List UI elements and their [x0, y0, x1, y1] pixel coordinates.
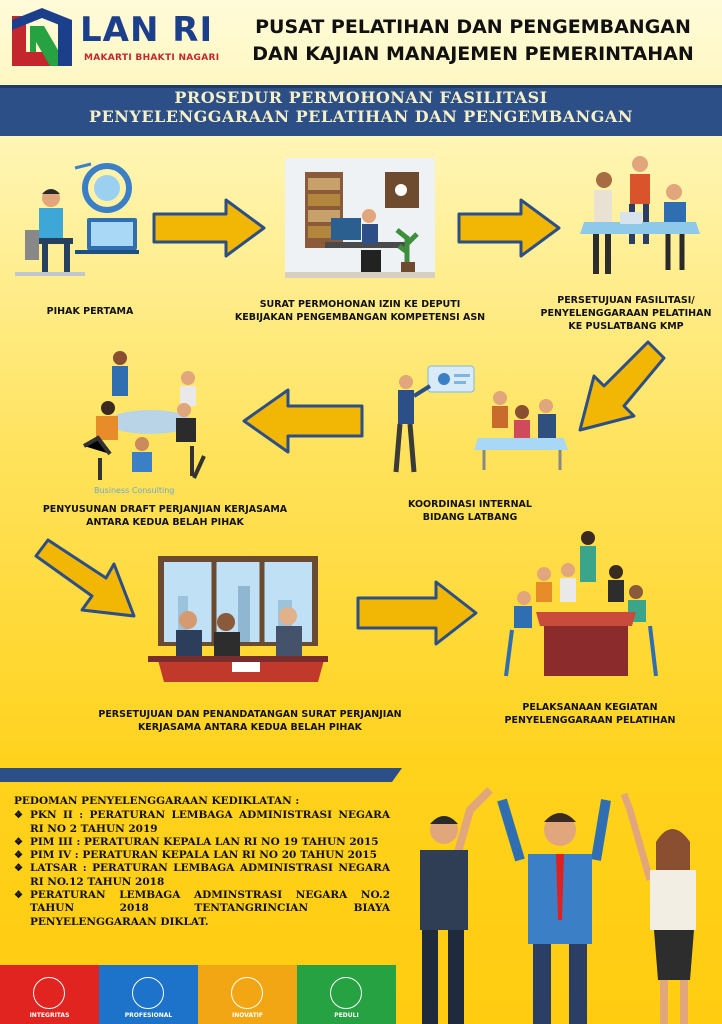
lan-ri-logo [12, 8, 72, 66]
step4-line1: KOORDINASI INTERNAL [408, 499, 532, 510]
arrow-right-2 [457, 198, 561, 258]
step4-label: KOORDINASI INTERNAL BIDANG LATBANG [380, 498, 560, 524]
step7-line1: PELAKSANAAN KEGIATAN [522, 702, 658, 713]
pedoman-section: PEDOMAN PENYELENGGARAAN KEDIKLATAN : PKN… [14, 795, 390, 929]
arrow-right-1 [152, 198, 266, 258]
pedoman-item: PERATURAN LEMBAGA ADMINSTRASI NEGARA NO.… [14, 889, 390, 929]
head-icon [132, 977, 164, 1009]
step3-line1: PERSETUJUAN FASILITASI/ [557, 295, 695, 306]
office-illustration [285, 158, 435, 278]
value-profesional: PROFESIONAL [99, 965, 198, 1024]
training-session-illustration [504, 531, 658, 677]
step7-label: PELAKSANAAN KEGIATAN PENYELENGGARAAN PEL… [485, 701, 695, 727]
handshake-icon [33, 977, 65, 1009]
value-label: PROFESIONAL [124, 1012, 173, 1019]
header-title: PUSAT PELATIHAN DAN PENGEMBANGAN DAN KAJ… [228, 14, 718, 68]
pedoman-item: PIM III : PERATURAN KEPALA LAN RI NO 19 … [14, 836, 390, 850]
step6-label: PERSETUJUAN DAN PENANDATANGAN SURAT PERJ… [75, 708, 425, 734]
step2-line2: KEBIJAKAN PENGEMBANGAN KOMPETENSI ASN [234, 312, 486, 323]
step2-line1: SURAT PERMOHONAN IZIN KE DEPUTI [259, 299, 461, 310]
arrow-down-right [34, 538, 136, 618]
step5-line2: ANTARA KEDUA BELAH PIHAK [86, 517, 244, 528]
step3-line3: KE PUSLATBANG KMP [568, 321, 684, 332]
step6-line2: KERJASAMA ANTARA KEDUA BELAH PIHAK [137, 722, 363, 733]
header-title-line2: DAN KAJIAN MANAJEMEN PEMERINTAHAN [252, 43, 694, 65]
internal-coordination-illustration [393, 365, 568, 473]
watermark-text: Business Consulting [94, 486, 175, 495]
value-label: INTEGRITAS [29, 1012, 70, 1019]
step4-line2: BIDANG LATBANG [422, 512, 518, 523]
team-meeting-illustration [580, 156, 700, 274]
step2-label: SURAT PERMOHONAN IZIN KE DEPUTI KEBIJAKA… [220, 298, 500, 324]
banner-text: PROSEDUR PERMOHONAN FASILITASI PENYELENG… [0, 88, 722, 126]
celebrating-team-illustration [420, 787, 696, 1024]
step6-line1: PERSETUJUAN DAN PENANDATANGAN SURAT PERJ… [98, 709, 402, 720]
step7-line2: PENYELENGGARAAN PELATIHAN [504, 715, 676, 726]
brand-tagline: MAKARTI BHAKTI NAGARI [84, 53, 220, 63]
value-inovatif: INOVATIF [198, 965, 297, 1024]
title-banner [0, 85, 722, 136]
pedoman-item: LATSAR : PERATURAN LEMBAGA ADMINISTRASI … [14, 862, 390, 889]
banner-line2: PENYELENGGARAAN PELATIHAN DAN PENGEMBANG… [89, 107, 633, 126]
value-label: PEDULI [334, 1012, 359, 1019]
step1-label: PIHAK PERTAMA [46, 306, 134, 317]
person-at-computer-illustration [15, 162, 139, 276]
signing-agreement-illustration [148, 556, 328, 682]
step3-label: PERSETUJUAN FASILITASI/ PENYELENGGARAAN … [536, 294, 716, 333]
step5-label: PENYUSUNAN DRAFT PERJANJIAN KERJASAMA AN… [20, 503, 310, 529]
value-integritas: INTEGRITAS [0, 965, 99, 1024]
step3-line2: PENYELENGGARAAN PELATIHAN [540, 308, 712, 319]
lightbulb-icon [231, 977, 263, 1009]
pedoman-item: PIM IV : PERATURAN KEPALA LAN RI NO 20 T… [14, 849, 390, 863]
value-label: INOVATIF [231, 1012, 264, 1019]
heart-hands-icon [330, 977, 362, 1009]
pedoman-item: PKN II : PERATURAN LEMBAGA ADMINISTRASI … [14, 809, 390, 836]
arrow-right-3 [356, 580, 478, 646]
header-title-line1: PUSAT PELATIHAN DAN PENGEMBANGAN [255, 16, 691, 38]
step5-line1: PENYUSUNAN DRAFT PERJANJIAN KERJASAMA [42, 504, 288, 515]
brand-name: LAN RI [80, 10, 214, 50]
banner-line1: PROSEDUR PERMOHONAN FASILITASI [174, 88, 548, 107]
arrow-left [242, 388, 364, 454]
pedoman-bar [0, 768, 402, 782]
business-consulting-illustration [83, 351, 206, 480]
pedoman-title: PEDOMAN PENYELENGGARAAN KEDIKLATAN : [14, 795, 300, 807]
value-peduli: PEDULI [297, 965, 396, 1024]
arrow-down-left [578, 340, 666, 432]
